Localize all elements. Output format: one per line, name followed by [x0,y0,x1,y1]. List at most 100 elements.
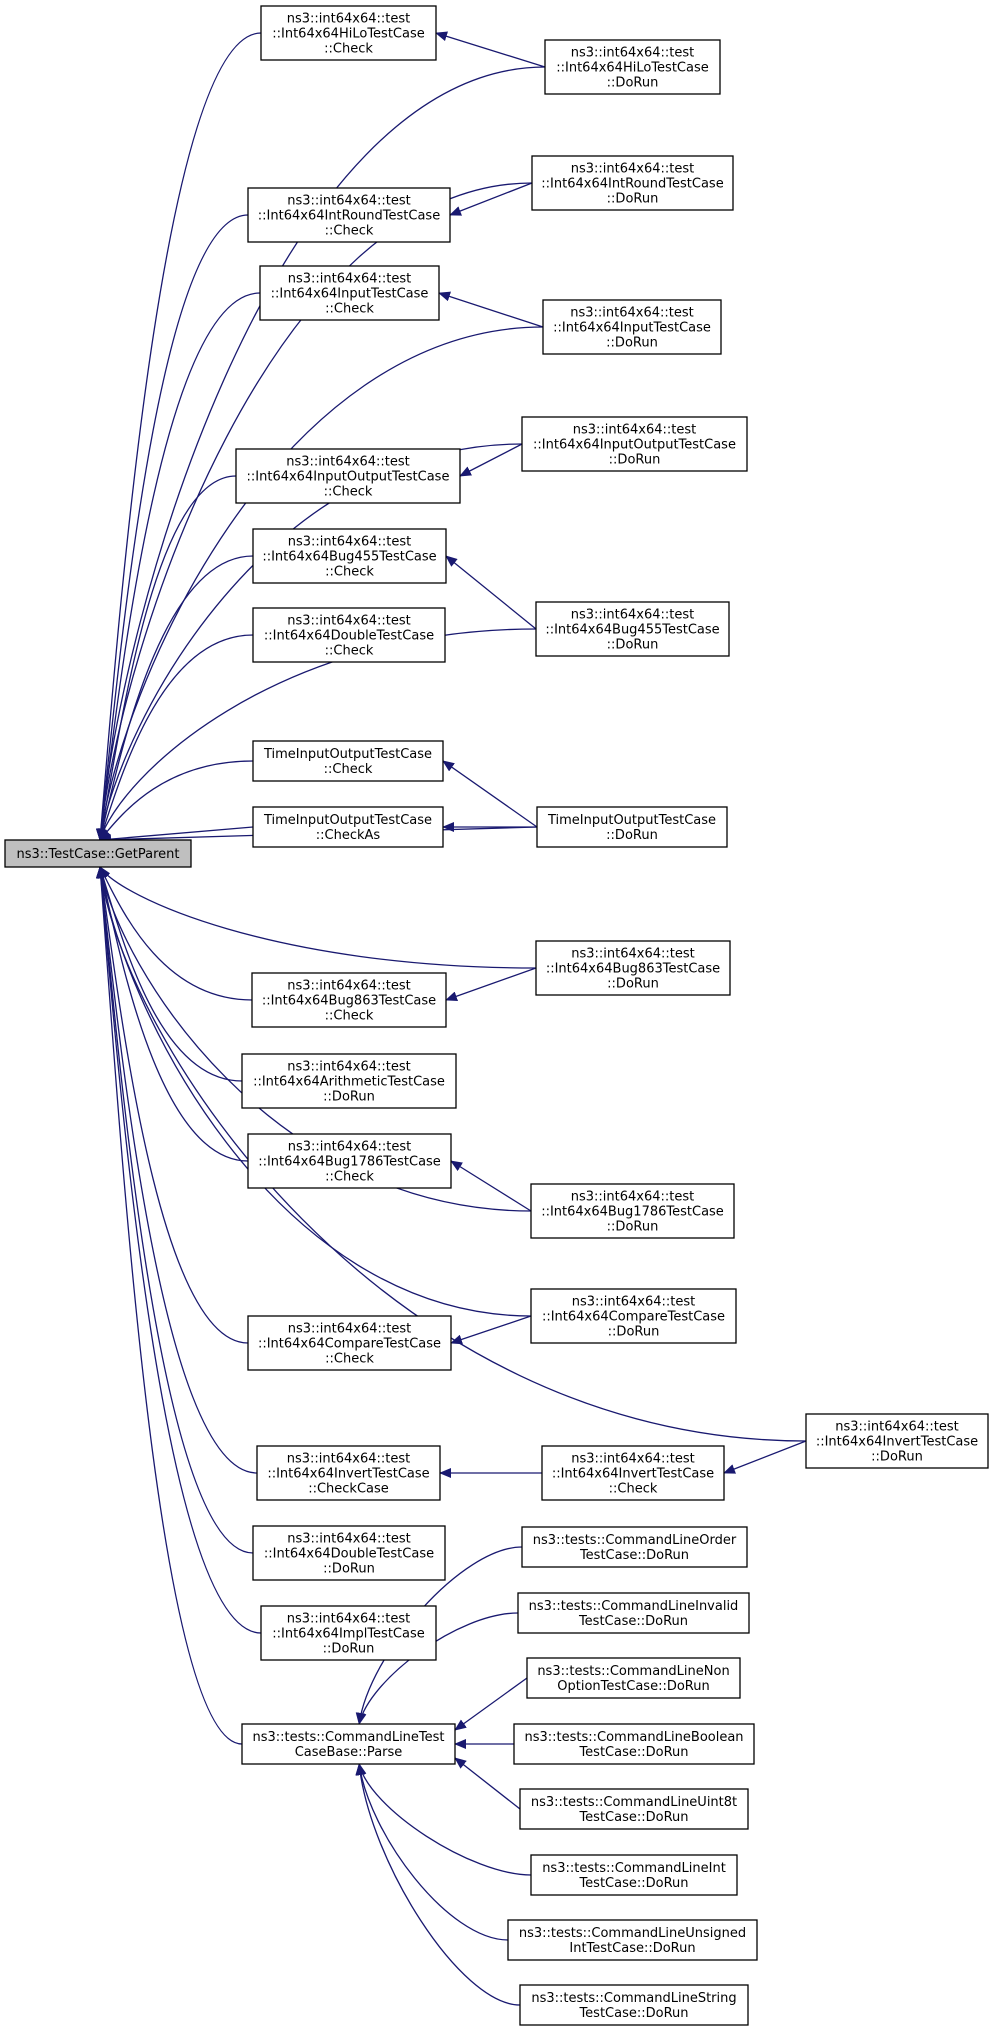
node-box [521,1526,748,1568]
node-invert_checkcase[interactable]: ns3::int64x64::test::Int64x64InvertTestC… [256,1445,441,1501]
node-cl_order[interactable]: ns3::tests::CommandLineOrderTestCase::Do… [521,1526,748,1568]
edge-tio_check-to-root [99,760,254,841]
edge-bug1786_dorun-to-root [97,866,532,1212]
node-box [517,1592,750,1634]
node-label-line: ::DoRun [607,638,659,653]
node-intround_check[interactable]: ns3::int64x64::test::Int64x64IntRoundTes… [247,187,451,243]
node-double_check[interactable]: ns3::int64x64::test::Int64x64DoubleTestC… [252,607,446,663]
node-label-line: ::Int64x64IntRoundTestCase [541,177,723,192]
node-box [241,1053,457,1109]
node-label-line: ::DoRun [606,828,658,843]
node-label-line: CaseBase::Parse [295,1745,403,1760]
edge-hilo_check-to-root [95,32,262,841]
node-double_dorun[interactable]: ns3::int64x64::test::Int64x64DoubleTestC… [252,1525,446,1581]
node-label-line: ns3::int64x64::test [571,608,695,623]
edge-invert_checkcase-to-root [96,866,258,1474]
node-tio_check[interactable]: TimeInputOutputTestCase::Check [252,740,444,782]
node-compare_dorun[interactable]: ns3::int64x64::test::Int64x64CompareTest… [530,1288,737,1344]
node-label-line: ::DoRun [607,192,659,207]
node-inout_check[interactable]: ns3::int64x64::test::Int64x64InputOutput… [235,448,461,504]
edge-bug863_dorun-to-root [99,866,537,969]
edge-bug455_dorun-to-bug455_check [445,555,537,630]
node-hilo_check[interactable]: ns3::int64x64::test::Int64x64HiLoTestCas… [260,5,437,61]
edge-hilo_dorun-to-root [95,66,546,841]
node-box [513,1723,755,1765]
node-cl_nonopt[interactable]: ns3::tests::CommandLineNonOptionTestCase… [526,1657,741,1699]
node-label-line: ::DoRun [607,1220,659,1235]
node-cl_string[interactable]: ns3::tests::CommandLineStringTestCase::D… [519,1984,749,2026]
node-cl_bool[interactable]: ns3::tests::CommandLineBooleanTestCase::… [513,1723,755,1765]
node-hilo_dorun[interactable]: ns3::int64x64::test::Int64x64HiLoTestCas… [544,39,721,95]
node-label-line: ns3::tests::CommandLineInt [542,1861,726,1876]
node-label-line: ns3::tests::CommandLineUint8t [531,1795,737,1810]
node-bug863_check[interactable]: ns3::int64x64::test::Int64x64Bug863TestC… [251,972,447,1028]
node-tio_dorun[interactable]: TimeInputOutputTestCase::DoRun [536,806,728,848]
node-label-line: ns3::int64x64::test [287,1532,411,1547]
node-intround_dorun[interactable]: ns3::int64x64::test::Int64x64IntRoundTes… [531,155,734,211]
node-bug455_check[interactable]: ns3::int64x64::test::Int64x64Bug455TestC… [252,528,447,584]
node-label-line: ::Int64x64InvertTestCase [816,1435,978,1450]
edge-intround_check-to-root [96,214,249,841]
node-bug863_dorun[interactable]: ns3::int64x64::test::Int64x64Bug863TestC… [535,940,731,996]
node-label-line: ::DoRun [609,453,661,468]
node-cl_int[interactable]: ns3::tests::CommandLineIntTestCase::DoRu… [530,1854,738,1896]
node-impl_dorun[interactable]: ns3::int64x64::test::Int64x64ImplTestCas… [260,1605,437,1661]
edge-invert_dorun-to-root [96,866,807,1442]
nodes-layer: ns3::TestCase::GetParentns3::int64x64::t… [4,5,989,2026]
node-label-line: ::Int64x64ImplTestCase [272,1627,424,1642]
node-compare_check[interactable]: ns3::int64x64::test::Int64x64CompareTest… [247,1315,452,1371]
node-inout_dorun[interactable]: ns3::int64x64::test::Int64x64InputOutput… [521,416,748,472]
node-box [535,940,731,996]
node-label-line: ns3::int64x64::test [572,1295,696,1310]
node-label-line: ::DoRun [607,76,659,91]
node-box [247,1133,452,1189]
node-tio_checkas[interactable]: TimeInputOutputTestCase::CheckAs [252,806,444,848]
node-box [252,806,444,848]
node-label-line: ns3::int64x64::test [287,979,411,994]
node-label-line: ::Int64x64InvertTestCase [267,1467,429,1482]
node-bug455_dorun[interactable]: ns3::int64x64::test::Int64x64Bug455TestC… [535,601,730,657]
node-box [507,1919,758,1961]
edge-double_dorun-to-root [96,866,254,1554]
node-bug1786_check[interactable]: ns3::int64x64::test::Int64x64Bug1786Test… [247,1133,452,1189]
node-root[interactable]: ns3::TestCase::GetParent [4,839,192,868]
node-label-line: ::DoRun [871,1450,923,1465]
edge-impl_dorun-to-root [95,866,262,1634]
edge-cl_unsigned-to-cl_parse [355,1763,509,1941]
node-label-line: ::Int64x64Bug455TestCase [545,623,719,638]
node-box [252,740,444,782]
node-label-line: TestCase::DoRun [578,1745,688,1760]
node-label-line: ns3::tests::CommandLineNon [537,1664,729,1679]
node-invert_check[interactable]: ns3::int64x64::test::Int64x64InvertTestC… [541,1445,725,1501]
node-box [535,601,730,657]
node-label-line: ns3::tests::CommandLineOrder [533,1533,737,1548]
node-box [251,972,447,1028]
node-label-line: ns3::int64x64::test [287,194,411,209]
node-label-line: ::Check [325,1170,374,1185]
node-label-line: TestCase::DoRun [579,1548,689,1563]
node-cl_uint8[interactable]: ns3::tests::CommandLineUint8tTestCase::D… [519,1788,749,1830]
node-input_check[interactable]: ns3::int64x64::test::Int64x64InputTestCa… [259,265,440,321]
node-box [541,1445,725,1501]
node-label-line: ::DoRun [608,1325,660,1340]
node-input_dorun[interactable]: ns3::int64x64::test::Int64x64InputTestCa… [542,299,722,355]
node-cl_invalid[interactable]: ns3::tests::CommandLineInvalidTestCase::… [517,1592,750,1634]
edge-tio_checkas-to-root [99,826,254,845]
node-label-line: ::CheckCase [308,1482,389,1497]
node-cl_unsigned[interactable]: ns3::tests::CommandLineUnsignedIntTestCa… [507,1919,758,1961]
node-box [530,1854,738,1896]
node-cl_parse[interactable]: ns3::tests::CommandLineTestCaseBase::Par… [241,1723,456,1765]
node-label-line: ns3::tests::CommandLineInvalid [529,1599,739,1614]
node-label-line: ::DoRun [606,336,658,351]
node-invert_dorun[interactable]: ns3::int64x64::test::Int64x64InvertTestC… [805,1413,989,1469]
edge-cl_nonopt-to-cl_parse [454,1677,528,1731]
node-arith_dorun[interactable]: ns3::int64x64::test::Int64x64ArithmeticT… [241,1053,457,1109]
node-label-line: ns3::int64x64::test [571,947,695,962]
node-label-line: ns3::tests::CommandLineString [531,1991,736,2006]
node-label-line: ::Check [324,42,373,57]
node-label-line: TestCase::DoRun [578,1810,688,1825]
node-bug1786_dorun[interactable]: ns3::int64x64::test::Int64x64Bug1786Test… [530,1183,735,1239]
node-label-line: ns3::int64x64::test [287,12,411,27]
node-label-line: ns3::int64x64::test [287,1452,411,1467]
